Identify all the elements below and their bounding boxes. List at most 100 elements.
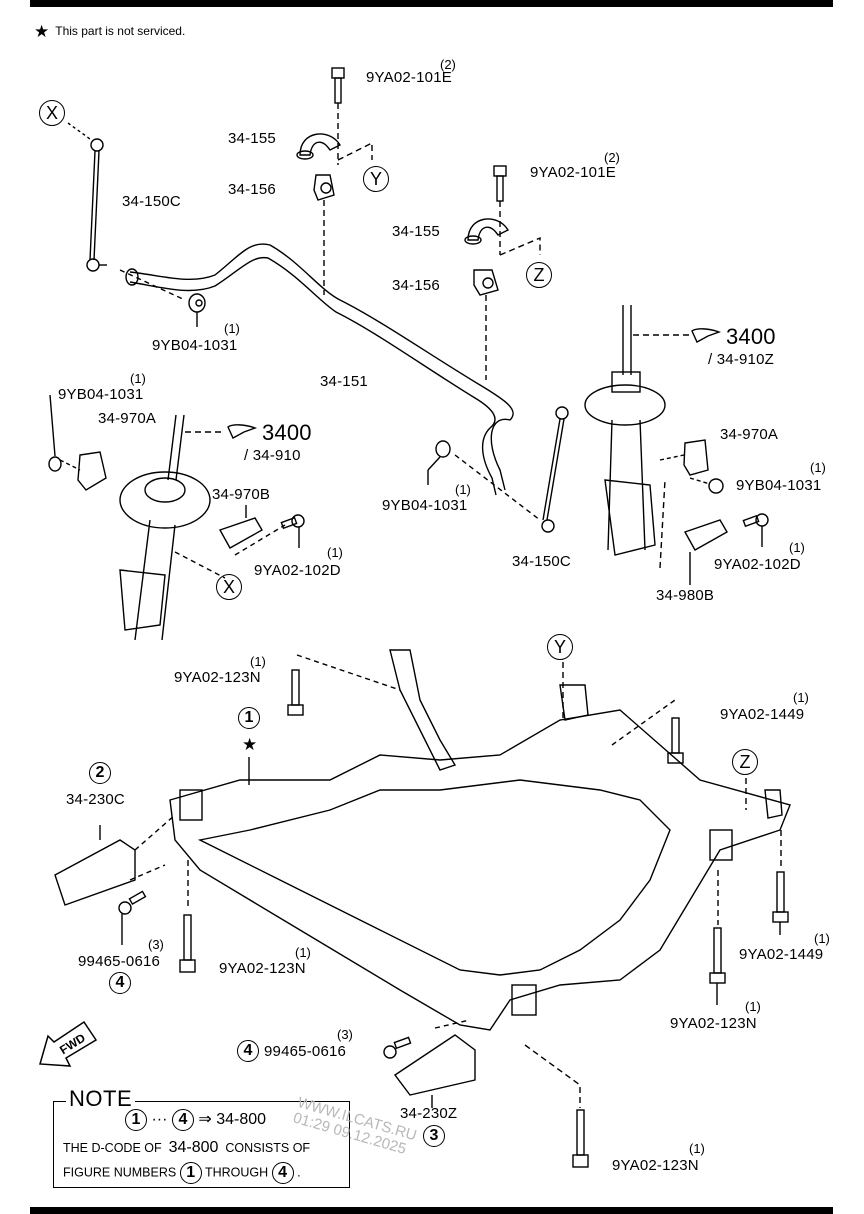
- part-label-34-156-left[interactable]: 34-156: [228, 181, 276, 198]
- note-text: THROUGH: [204, 1165, 269, 1180]
- qty-9ya02-101e-a: (2): [440, 57, 456, 72]
- note-dcode[interactable]: 34-800: [168, 1139, 219, 1156]
- part-label-9ya02-1449-b[interactable]: 9YA02-1449: [739, 946, 824, 963]
- qty-9ya02-123n-c: (1): [745, 999, 761, 1014]
- part-label-99465-0616-b[interactable]: 99465-0616: [264, 1043, 347, 1060]
- strut-left[interactable]: [119, 414, 211, 641]
- qty-9yb04-1031-b: (1): [130, 371, 146, 386]
- note-arrow-icon: ⇒: [198, 1111, 212, 1129]
- qty-9yb04-1031-c: (1): [455, 482, 471, 497]
- bracket-230z[interactable]: [393, 1019, 476, 1108]
- part-label-9ya02-123n-c[interactable]: 9YA02-123N: [670, 1015, 757, 1032]
- part-label-9ya02-1449-a[interactable]: 9YA02-1449: [720, 706, 805, 723]
- part-label-9yb04-1031-b[interactable]: 9YB04-1031: [58, 386, 144, 403]
- part-label-9ya02-102d-right[interactable]: 9YA02-102D: [714, 556, 801, 573]
- bolt-icon-0616-left: [118, 864, 166, 945]
- note-box: [53, 1101, 350, 1188]
- figure-number-1: 1: [238, 707, 260, 729]
- ref-circle-y-bottom: Y: [547, 634, 573, 660]
- part-label-34-230z[interactable]: 34-230Z: [400, 1105, 458, 1122]
- bracket-970a-right[interactable]: [659, 439, 709, 476]
- figure-number-3: 3: [423, 1125, 445, 1147]
- part-label-9ya02-102d-left[interactable]: 9YA02-102D: [254, 562, 341, 579]
- note-range-line: 1 ··· 4 ⇒ 34-800: [125, 1109, 266, 1131]
- ref-circle-z-bottom: Z: [732, 749, 758, 775]
- part-label-34-980b[interactable]: 34-980B: [656, 587, 715, 604]
- bushing-right[interactable]: [473, 269, 499, 380]
- qty-99465-0616-b: (3): [337, 1027, 353, 1042]
- part-label-9yb04-1031-d[interactable]: 9YB04-1031: [736, 477, 822, 494]
- part-label-34-970a-right[interactable]: 34-970A: [720, 426, 779, 443]
- bolt-icon-101e-right: [493, 165, 541, 256]
- stabilizer-link-right[interactable]: [541, 406, 569, 533]
- nut-icon-right-strut: [689, 477, 724, 494]
- bottom-border-bar: [30, 1207, 833, 1214]
- note-figure-from: 1: [125, 1109, 147, 1131]
- part-label-34-970a-left[interactable]: 34-970A: [98, 410, 157, 427]
- note-ellipsis: ···: [151, 1111, 168, 1129]
- bolt-icon-123n-left: [179, 860, 196, 973]
- bolt-icon-102d-left: [174, 514, 305, 579]
- bracket-970b[interactable]: [218, 505, 263, 549]
- hand-pointer-icon-right: [691, 328, 722, 343]
- note-figure-numbers-line: FIGURE NUMBERS 1 THROUGH 4 .: [63, 1162, 301, 1184]
- top-border-bar: [30, 0, 833, 7]
- part-label-9yb04-1031-a[interactable]: 9YB04-1031: [152, 337, 238, 354]
- part-label-34-150c-left[interactable]: 34-150C: [122, 193, 181, 210]
- strut-right[interactable]: [584, 305, 666, 556]
- figure-number-4-left: 4: [109, 972, 131, 994]
- part-label-34-970b[interactable]: 34-970B: [212, 486, 271, 503]
- qty-9ya02-1449-a: (1): [793, 690, 809, 705]
- bushing-left[interactable]: [313, 174, 335, 295]
- part-label-99465-0616-a[interactable]: 99465-0616: [78, 953, 161, 970]
- part-label-34-155-right[interactable]: 34-155: [392, 223, 440, 240]
- bolt-icon-0616-right: [383, 1036, 412, 1059]
- part-label-34-155-left[interactable]: 34-155: [228, 130, 276, 147]
- part-label-34-150c-right[interactable]: 34-150C: [512, 553, 571, 570]
- ref-circle-x-top: X: [39, 100, 65, 126]
- part-label-34-156-right[interactable]: 34-156: [392, 277, 440, 294]
- front-subframe[interactable]: [169, 649, 791, 1031]
- qty-9ya02-1449-b: (1): [814, 931, 830, 946]
- bracket-230c[interactable]: [54, 814, 176, 906]
- bushing-clamp-left[interactable]: [296, 133, 341, 160]
- section-ref-3400-left[interactable]: 3400: [262, 420, 312, 445]
- star-icon: ★: [34, 22, 50, 41]
- note-text: CONSISTS OF: [225, 1141, 311, 1155]
- part-label-9ya02-123n-a[interactable]: 9YA02-123N: [174, 669, 261, 686]
- part-label-9ya02-123n-b[interactable]: 9YA02-123N: [219, 960, 306, 977]
- note-assembly-code[interactable]: 34-800: [216, 1111, 267, 1129]
- part-label-34-910z[interactable]: / 34-910Z: [708, 351, 775, 368]
- part-label-34-230c[interactable]: 34-230C: [66, 791, 125, 808]
- stabilizer-bar[interactable]: [125, 243, 514, 496]
- bushing-clamp-right[interactable]: [464, 218, 509, 245]
- section-ref-3400-right[interactable]: 3400: [726, 324, 776, 349]
- part-label-34-910[interactable]: / 34-910: [244, 447, 301, 464]
- nut-icon-left-strut: [48, 394, 62, 472]
- bolt-icon-123n-bottom: [524, 1044, 589, 1168]
- bolt-icon-123n-top: [287, 654, 401, 716]
- ref-circle-x-bottom: X: [216, 574, 242, 600]
- fwd-arrow-icon: FWD: [39, 1020, 98, 1067]
- bolt-icon-102d-right: [742, 513, 769, 547]
- bracket-980b[interactable]: [659, 479, 728, 585]
- not-serviced-text: This part is not serviced.: [55, 24, 186, 38]
- ref-circle-z-top: Z: [526, 262, 552, 288]
- bolt-icon-1449-top: [611, 699, 684, 764]
- part-label-9ya02-123n-d[interactable]: 9YA02-123N: [612, 1157, 699, 1174]
- note-text: .: [297, 1165, 301, 1180]
- hand-pointer-icon-left: [227, 424, 258, 439]
- bracket-970a-left[interactable]: [59, 451, 107, 491]
- qty-9ya02-102d-right: (1): [789, 540, 805, 555]
- part-label-9ya02-101e-b[interactable]: 9YA02-101E: [530, 164, 616, 181]
- note-text: FIGURE NUMBERS: [63, 1165, 177, 1180]
- part-label-9ya02-101e-a[interactable]: 9YA02-101E: [366, 69, 452, 86]
- qty-9ya02-123n-d: (1): [689, 1141, 705, 1156]
- nut-icon-right-bar: [427, 440, 451, 485]
- note-figure-from: 1: [179, 1162, 202, 1184]
- figure-number-4-right: 4: [237, 1040, 259, 1062]
- part-label-34-151[interactable]: 34-151: [320, 373, 368, 390]
- part-label-9yb04-1031-c[interactable]: 9YB04-1031: [382, 497, 468, 514]
- stabilizer-link-left[interactable]: [67, 122, 107, 272]
